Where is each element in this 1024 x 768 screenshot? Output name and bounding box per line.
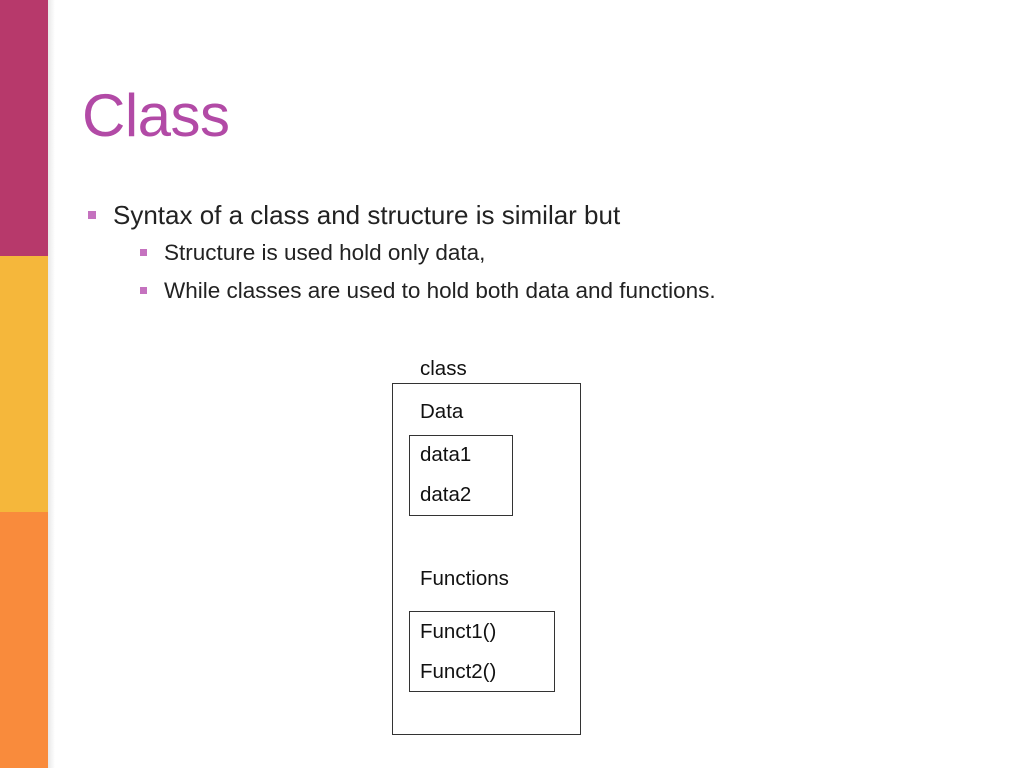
bullet-text: Syntax of a class and structure is simil… — [113, 200, 621, 230]
function-item: Funct2() — [420, 660, 497, 683]
functions-box — [409, 611, 555, 692]
slide-title: Class — [82, 82, 230, 149]
square-bullet-icon — [140, 249, 147, 256]
bullet-level1: Syntax of a class and structure is simil… — [88, 200, 620, 231]
functions-label: Functions — [420, 567, 509, 590]
data-label: Data — [420, 400, 464, 423]
square-bullet-icon — [140, 287, 147, 294]
side-band-magenta — [0, 0, 48, 256]
bullet-level2: While classes are used to hold both data… — [140, 278, 716, 304]
data-item: data2 — [420, 483, 472, 506]
side-band-orange — [0, 512, 48, 768]
function-item: Funct1() — [420, 620, 497, 643]
bullet-text: While classes are used to hold both data… — [164, 278, 716, 303]
side-band-shadow — [48, 0, 55, 768]
bullet-text: Structure is used hold only data, — [164, 240, 486, 265]
side-band-yellow — [0, 256, 48, 512]
bullet-level2: Structure is used hold only data, — [140, 240, 485, 266]
class-outer-box — [392, 383, 581, 735]
data-box — [409, 435, 513, 516]
class-label: class — [420, 357, 467, 380]
square-bullet-icon — [88, 211, 96, 219]
data-item: data1 — [420, 443, 472, 466]
